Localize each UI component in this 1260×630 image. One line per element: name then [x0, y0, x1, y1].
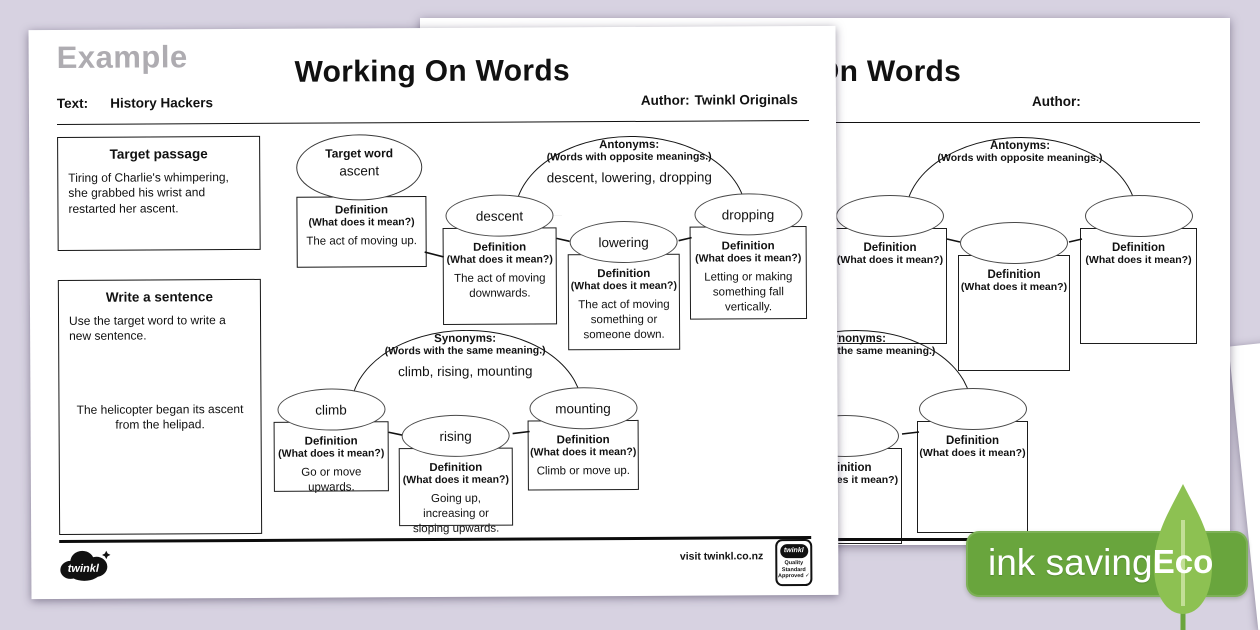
author-label: Author: — [640, 92, 690, 108]
text-label: Text: — [56, 95, 89, 111]
antonym-bubble: Definition (What does it mean?) The act … — [442, 194, 558, 325]
synonym-bubble: Definition (What does it mean?) Climb or… — [527, 386, 639, 491]
antonym-bubble: Definition (What does it mean?) — [1080, 195, 1197, 344]
synonym-bubble: Definition (What does it mean?) — [917, 388, 1028, 533]
target-word-value: ascent — [339, 163, 380, 179]
write-sentence-box: Write a sentence Use the target word to … — [57, 278, 263, 535]
word-oval — [836, 195, 944, 237]
definition-box: Definition (What does it mean?) — [917, 421, 1028, 533]
visit-link: visit twinkl.co.nz — [679, 550, 764, 563]
synonym-bubble: Definition (What does it mean?) Going up… — [398, 414, 514, 535]
synonym-bubble: Definition (What does it mean?) Go or mo… — [273, 388, 389, 494]
twinkl-logo: twinkl — [57, 547, 113, 583]
word-oval — [1084, 195, 1193, 237]
author-value: Twinkl Originals — [694, 92, 798, 108]
antonym-bubble: Definition (What does it mean?) Letting … — [689, 193, 808, 320]
svg-text:twinkl: twinkl — [68, 563, 100, 575]
definition-box: Definition (What does it mean?) — [1080, 228, 1197, 344]
antonyms-answer: descent, lowering, dropping — [546, 169, 712, 186]
target-passage-box: Target passage Tiring of Charlie's whimp… — [57, 135, 261, 251]
ink-saving-label: ink saving — [988, 542, 1153, 583]
definition-box: Definition (What does it mean?) — [958, 255, 1070, 371]
text-value: History Hackers — [110, 95, 214, 111]
author-label: Author: — [1032, 94, 1081, 109]
antonyms-heading: Antonyms: (Words with opposite meanings.… — [937, 140, 1103, 164]
twinkl-badge-cloud: twinkl — [779, 544, 808, 559]
definition-box: Definition (What does it mean?) Letting … — [689, 226, 808, 320]
page-title: Working On Words — [294, 54, 570, 89]
author-field: Author:Twinkl Originals — [641, 92, 798, 108]
target-word-definition-box: Definition (What does it mean?) The act … — [296, 196, 427, 268]
eco-label: Eco — [1152, 543, 1214, 580]
target-word-oval: Target word ascent — [296, 134, 423, 201]
synonyms-answer: climb, rising, mounting — [398, 363, 533, 380]
definition-box: Definition (What does it mean?) — [833, 228, 947, 344]
definition-box: Definition (What does it mean?) Go or mo… — [273, 421, 389, 494]
quality-standard-badge: twinkl Quality Standard Approved ✓ — [775, 539, 813, 587]
footer-divider — [59, 536, 812, 543]
header-divider — [57, 120, 810, 125]
worksheet-page-example: Example Working On Words Text:History Ha… — [28, 25, 839, 600]
definition-box: Definition (What does it mean?) The act … — [442, 227, 558, 325]
synonyms-heading: Synonyms: (Words with the same meaning.)… — [320, 332, 610, 380]
antonym-bubble: Definition (What does it mean?) — [833, 195, 947, 344]
word-oval — [960, 222, 1068, 264]
sentence-answer: The helicopter began its ascent from the… — [76, 401, 244, 432]
ink-saving-eco-badge: ink saving Eco — [966, 484, 1248, 630]
antonym-bubble: Definition (What does it mean?) — [958, 222, 1070, 371]
eco-leaf-icon — [1154, 484, 1212, 630]
antonyms-heading: Antonyms: (Words with opposite meanings.… — [484, 138, 774, 186]
definition-box: Definition (What does it mean?) Going up… — [398, 447, 514, 535]
word-oval — [918, 388, 1027, 430]
text-field: Text: History Hackers — [57, 95, 213, 111]
definition-box: Definition (What does it mean?) Climb or… — [527, 419, 639, 491]
author-field: Author: — [1032, 94, 1086, 109]
